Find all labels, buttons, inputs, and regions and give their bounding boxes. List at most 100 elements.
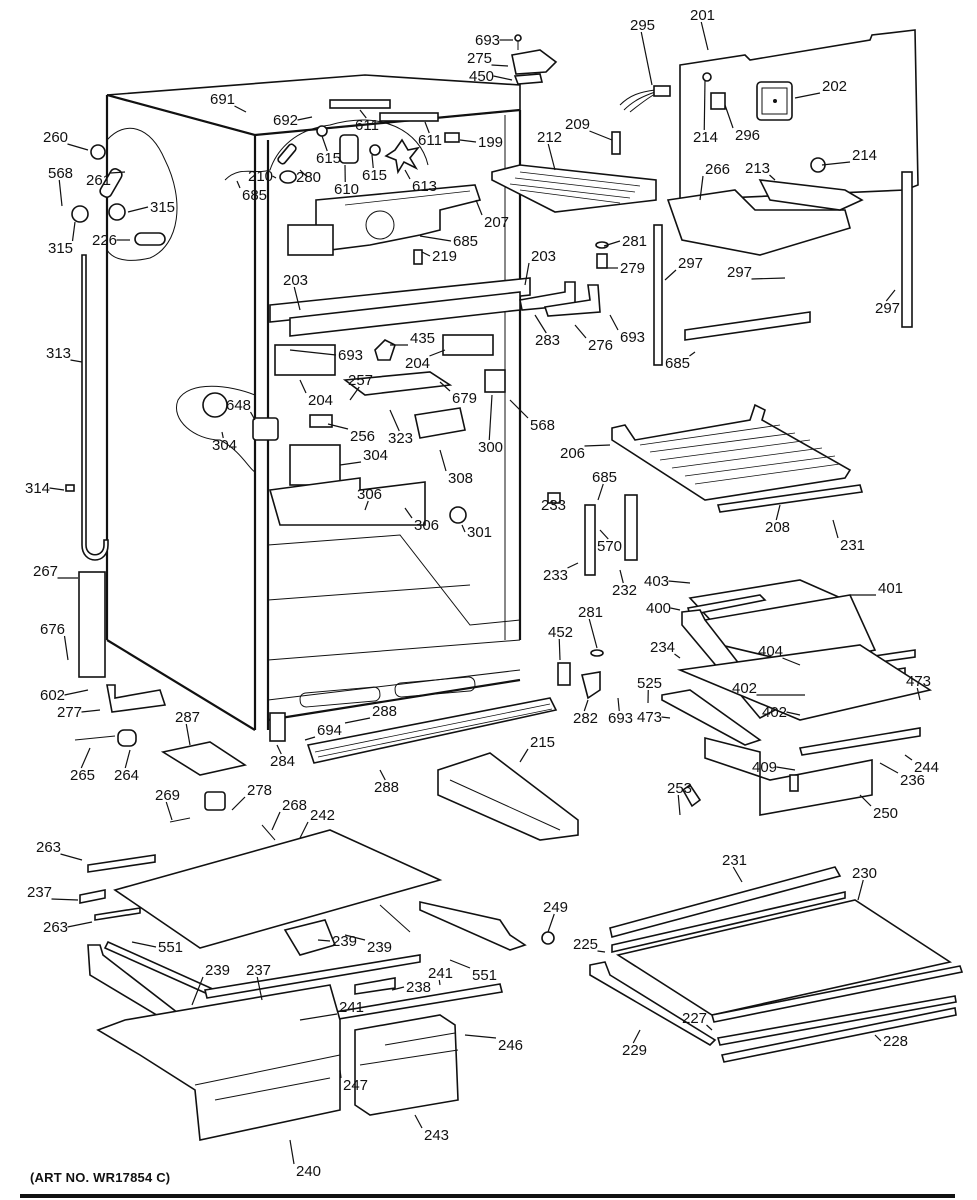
callout-250: 250	[873, 805, 898, 822]
leader-line-265	[80, 747, 91, 769]
leader-line-611	[424, 121, 430, 134]
callout-551: 551	[158, 939, 183, 956]
callout-314: 314	[25, 480, 50, 497]
callout-611: 611	[355, 117, 379, 134]
leader-line-611	[359, 109, 367, 119]
leader-line-685	[597, 483, 604, 501]
callout-401: 401	[878, 580, 903, 597]
callout-263: 263	[43, 919, 68, 936]
leader-line-213	[769, 174, 776, 181]
leader-line-257	[349, 386, 360, 401]
callout-234: 234	[650, 639, 675, 656]
leader-line-283	[534, 314, 547, 334]
leader-line-693	[617, 697, 620, 712]
callout-229: 229	[622, 1042, 647, 1059]
callout-685: 685	[592, 469, 617, 486]
leader-line-314	[49, 487, 65, 491]
leader-line-208	[775, 504, 781, 521]
leader-line-693	[609, 314, 619, 331]
callout-256: 256	[350, 428, 375, 445]
leader-line-239	[191, 976, 204, 1006]
callout-404: 404	[758, 643, 783, 660]
callout-693: 693	[608, 710, 633, 727]
leader-line-276	[574, 324, 587, 339]
leader-line-237	[256, 976, 263, 1001]
callout-287: 287	[175, 709, 200, 726]
leader-line-297	[664, 269, 677, 281]
leader-line-232	[619, 569, 624, 584]
leader-line-613	[404, 169, 411, 180]
callout-279: 279	[620, 260, 645, 277]
leader-line-315	[127, 206, 149, 213]
callout-238: 238	[406, 979, 431, 996]
leader-line-268	[271, 811, 281, 831]
leader-line-694	[304, 736, 316, 741]
leader-line-263	[60, 853, 83, 861]
callout-231: 231	[722, 852, 747, 869]
leader-line-215	[519, 748, 529, 763]
callout-525: 525	[637, 675, 662, 692]
callout-263: 263	[36, 839, 61, 856]
callout-209: 209	[565, 116, 590, 133]
callout-213: 213	[745, 160, 770, 177]
callout-226: 226	[92, 232, 117, 249]
callout-265: 265	[70, 767, 95, 784]
callout-208: 208	[765, 519, 790, 536]
crisper-drawer	[681, 736, 873, 816]
callout-323: 323	[388, 430, 413, 447]
leader-line-264	[124, 749, 131, 769]
freezer-shelf	[491, 131, 657, 213]
callout-203: 203	[283, 272, 308, 289]
callout-402: 402	[762, 704, 787, 721]
part-drawings	[65, 29, 964, 1141]
leader-line-241	[438, 979, 441, 986]
leader-line-260	[67, 143, 89, 151]
callout-295: 295	[630, 17, 655, 34]
shelf-supports	[547, 492, 638, 576]
callout-277: 277	[57, 704, 82, 721]
callout-247: 247	[343, 1077, 368, 1094]
callout-280: 280	[296, 169, 321, 186]
callout-288: 288	[372, 703, 397, 720]
callout-685: 685	[242, 187, 267, 204]
callout-210: 210	[248, 168, 273, 185]
leader-line-240	[289, 1139, 295, 1165]
callout-278: 278	[247, 782, 272, 799]
leader-line-450	[493, 75, 513, 81]
leader-line-301	[461, 524, 466, 533]
leader-line-243	[414, 1114, 423, 1129]
leader-line-219	[421, 251, 431, 257]
leader-line-679	[439, 381, 451, 392]
leader-line-551	[131, 941, 157, 948]
leader-line-295	[640, 31, 653, 86]
leader-line-277	[81, 709, 101, 713]
leader-line-297	[885, 289, 896, 302]
leader-line-692	[297, 116, 313, 121]
callout-450: 450	[469, 68, 494, 85]
leader-line-300	[488, 394, 493, 441]
callout-693: 693	[620, 329, 645, 346]
leader-line-691	[234, 105, 247, 113]
drain-tube	[65, 254, 109, 561]
leader-line-239	[344, 934, 366, 941]
callout-297: 297	[678, 255, 703, 272]
fan-motor-assembly	[287, 99, 482, 256]
callout-313: 313	[46, 345, 71, 362]
crisper-pans	[96, 984, 459, 1141]
callout-204: 204	[405, 355, 430, 372]
callout-214: 214	[693, 129, 718, 146]
callout-685: 685	[665, 355, 690, 372]
small-parts	[71, 143, 423, 265]
callout-257: 257	[348, 372, 373, 389]
leader-line-304	[221, 431, 224, 439]
callout-207: 207	[484, 214, 509, 231]
callout-236: 236	[900, 772, 925, 789]
lower-right-shelf	[589, 866, 964, 1063]
leader-line-256	[327, 423, 349, 430]
leader-line-284	[276, 744, 282, 755]
leader-line-615	[321, 135, 328, 152]
leader-line-201	[700, 21, 709, 51]
leader-line-212	[547, 143, 556, 171]
leader-line-241	[299, 1013, 338, 1021]
